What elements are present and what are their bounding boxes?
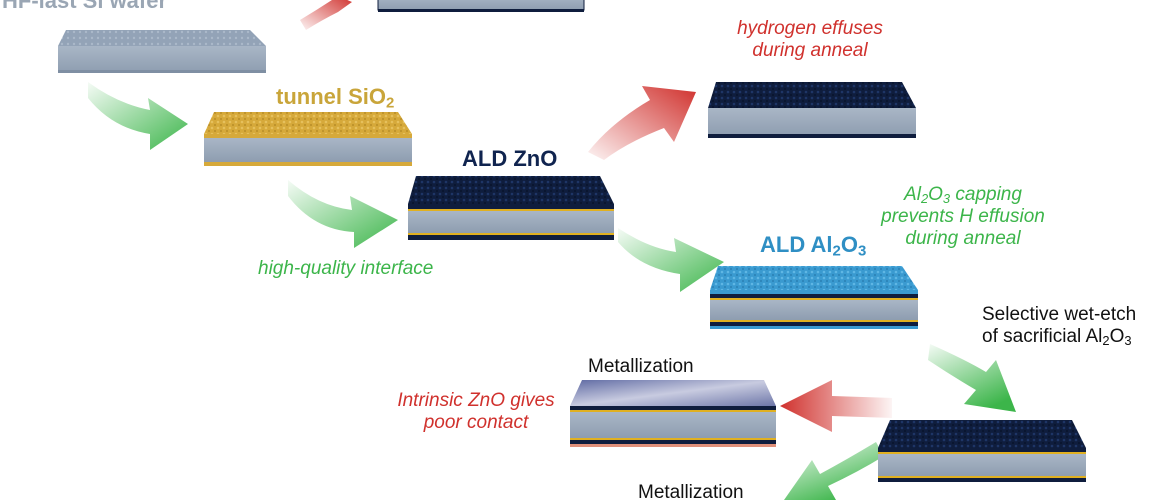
label-tunnel-sio2: tunnel SiO2 xyxy=(276,84,395,112)
label-intrinsic-zno: Intrinsic ZnO gives poor contact xyxy=(397,390,555,433)
wafer-al2o3 xyxy=(710,266,918,329)
arrow-green-icon xyxy=(928,344,1016,412)
arrow-green-icon xyxy=(88,82,188,150)
arrow-red-icon xyxy=(300,0,352,30)
label-al2o3-capping: Al2O3 capping prevents H effusion during… xyxy=(881,184,1045,249)
wafer-zno xyxy=(408,176,614,240)
wafer-si xyxy=(58,30,266,73)
label-hydrogen-effuses: hydrogen effuses during anneal xyxy=(737,18,883,61)
arrow-red-icon xyxy=(780,380,892,432)
wafer-etched xyxy=(878,420,1086,482)
label-ald-zno: ALD ZnO xyxy=(462,146,558,171)
arrow-red-icon xyxy=(588,86,696,160)
label-metallization-top: Metallization xyxy=(588,356,694,377)
arrow-green-icon xyxy=(288,180,398,248)
wafer-metallized-poor xyxy=(570,380,776,447)
label-selective-wet-etch: Selective wet-etch of sacrificial Al2O3 xyxy=(982,304,1137,349)
arrow-green-icon xyxy=(618,228,724,292)
label-ald-al2o3: ALD Al2O3 xyxy=(760,232,867,260)
wafer-stack-top-cropped xyxy=(377,0,585,12)
arrow-green-icon xyxy=(784,442,884,500)
label-high-quality-interface: high-quality interface xyxy=(258,258,434,279)
label-metallization-bottom: Metallization xyxy=(638,482,744,503)
wafer-sio2 xyxy=(204,112,412,166)
label-hf-last-si-wafer: HF-last Si wafer xyxy=(2,0,168,13)
wafer-h-effused xyxy=(708,82,916,138)
